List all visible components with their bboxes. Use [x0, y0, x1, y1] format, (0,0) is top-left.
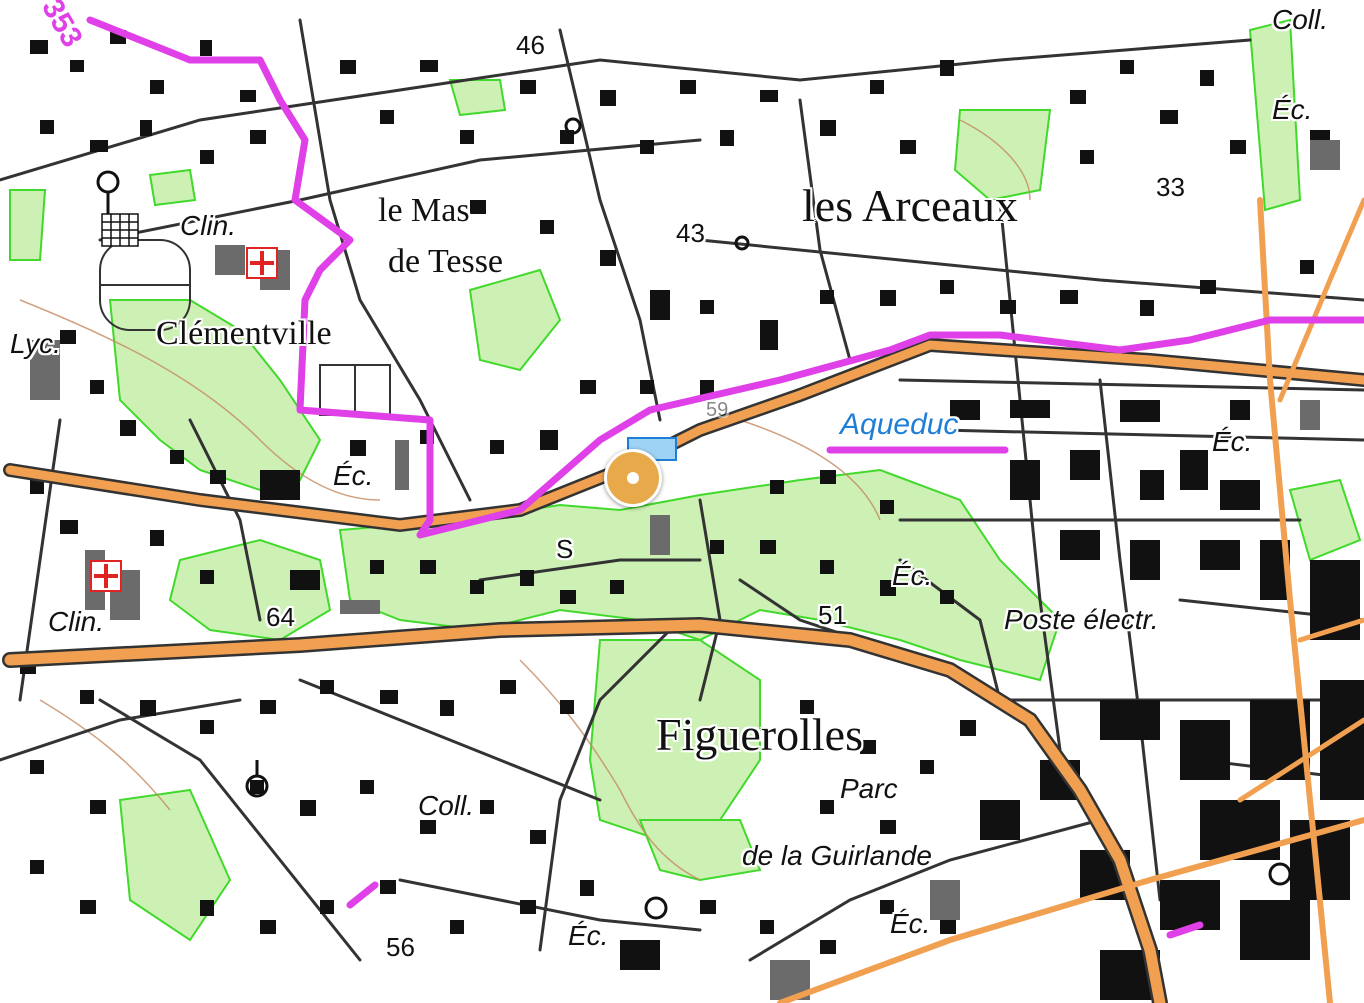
label-de-la-guirlande: de la Guirlande: [742, 840, 932, 871]
label-coll-top: Coll.: [1272, 4, 1329, 35]
label-ec-2: Éc.: [1212, 426, 1253, 457]
elevation-51: 51: [818, 600, 847, 630]
label-s: S: [556, 534, 574, 564]
label-lyc: Lyc.: [10, 328, 61, 359]
elevation-56: 56: [386, 932, 415, 962]
label-ec-1: Éc.: [333, 460, 374, 491]
landmark-symbols: [96, 117, 1292, 920]
hospital-cross-icon: [90, 560, 122, 592]
label-coll-bottom: Coll.: [418, 790, 475, 821]
label-aqueduc: Aqueduc: [840, 408, 959, 441]
elevation-43: 43: [676, 218, 705, 248]
hospital-cross-icon: [246, 247, 278, 279]
elevation-64: 64: [266, 602, 295, 632]
label-ec-4: Éc.: [568, 920, 609, 951]
label-le-mas: le Mas: [378, 192, 470, 229]
label-clin-top: Clin.: [180, 210, 237, 241]
label-parc: Parc: [840, 773, 898, 804]
elevation-59: 59: [706, 399, 729, 421]
label-poste-electr: Poste électr.: [1004, 604, 1159, 635]
grid-pattern: [101, 213, 139, 247]
location-marker-icon[interactable]: [604, 449, 662, 507]
label-ec-5: Éc.: [890, 908, 931, 939]
label-figuerolles: Figuerolles: [656, 709, 863, 760]
label-de-tesse: de Tesse: [388, 243, 504, 280]
label-les-arceaux: les Arceaux: [802, 180, 1018, 231]
marker-center-dot: [627, 472, 639, 484]
elevation-46: 46: [516, 30, 545, 60]
label-clementville: Clémentville: [156, 315, 332, 352]
contour-lines: [19, 119, 1031, 881]
elevation-33: 33: [1156, 172, 1185, 202]
label-clin-bottom: Clin.: [48, 606, 105, 637]
hiking-route: [86, 16, 1364, 939]
label-ec-6: Éc.: [1272, 94, 1313, 125]
label-ec-3: Éc.: [892, 560, 933, 591]
